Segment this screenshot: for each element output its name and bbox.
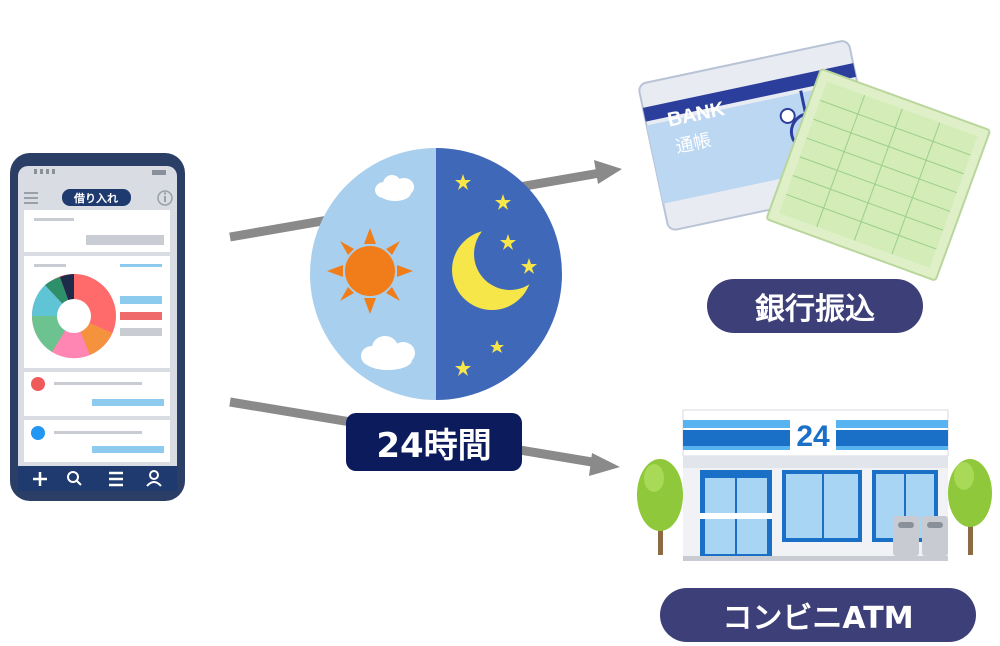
cloud-icon [361,336,415,370]
phone-header-label: 借り入れ [73,191,118,205]
user-icon[interactable] [146,470,162,487]
bank-transfer-label: 銀行振込 [707,279,923,333]
menu-icon[interactable] [109,471,123,487]
donut-chart-graphic [31,274,116,359]
tree-icon [948,459,992,555]
store-sign-text: 24 [796,420,830,453]
sun-icon [327,228,413,314]
star-icon [455,174,537,376]
day-night-circle-illustration [310,148,562,400]
24-hours-badge: 24時間 [346,413,522,471]
smartphone-illustration [10,153,185,501]
bank-card-passbook-illustration: BANK 通帳 [638,40,991,281]
search-icon[interactable] [67,471,82,486]
hamburger-icon[interactable] [24,192,38,204]
convenience-store-illustration [637,409,992,561]
cloud-icon [375,175,414,201]
tree-icon [637,459,683,555]
info-icon[interactable] [157,190,173,206]
plus-icon[interactable] [33,472,47,486]
convenience-atm-label: コンビニATM [660,588,976,642]
moon-icon [452,218,546,310]
